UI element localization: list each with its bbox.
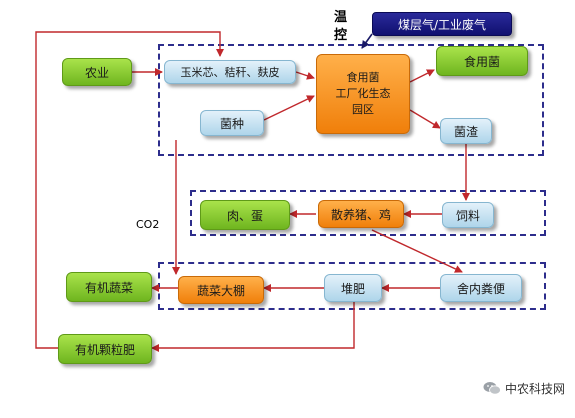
node-greenhouse: 蔬菜大棚 [178,276,264,304]
node-agriculture: 农业 [62,58,132,86]
wechat-icon [483,382,501,395]
node-manure: 舍内粪便 [440,274,522,302]
arrow-compost-to-fertilizer [151,302,355,352]
region-mushroom-park [158,44,544,156]
node-spent-substrate: 菌渣 [440,118,492,144]
arrow-spawn-to-park [263,95,315,121]
node-edible-fungi: 食用菌 [436,46,528,76]
node-compost: 堆肥 [324,274,382,302]
watermark-text: 中农科技网 [505,382,566,396]
mushroom-park-line-3: 园区 [352,103,374,116]
mushroom-park-line-1: 食用菌 [346,71,380,84]
control-label-bottom: 控 [334,28,348,43]
node-organic-fertilizer: 有机颗粒肥 [58,334,152,364]
node-spawn: 菌种 [200,110,264,136]
mushroom-park-line-2: 工厂化生态 [335,87,391,100]
node-meat-eggs: 肉、蛋 [200,200,290,230]
arrow-park-to-substrate [409,109,441,129]
control-label-top: 温 [334,10,348,25]
arrow-freerange-to-manure [371,229,463,273]
arrow-park-to-fungi [409,69,435,83]
co2-label: CO2 [136,218,160,231]
arrow-gas-to-park [361,33,373,49]
node-coal-gas: 煤层气/工业废气 [372,12,512,36]
region-livestock [190,190,546,236]
node-mushroom-park: 食用菌 工厂化生态 园区 [316,54,410,134]
node-organic-veg: 有机蔬菜 [66,272,152,302]
loop-fertilizer-to-residue [35,31,224,349]
node-crop-residue: 玉米芯、秸秆、麸皮 [164,60,296,84]
node-free-range: 散养猪、鸡 [318,200,404,228]
region-greenhouse [158,262,546,310]
node-feed: 饲料 [442,202,494,228]
arrow-residue-to-park [295,71,315,80]
